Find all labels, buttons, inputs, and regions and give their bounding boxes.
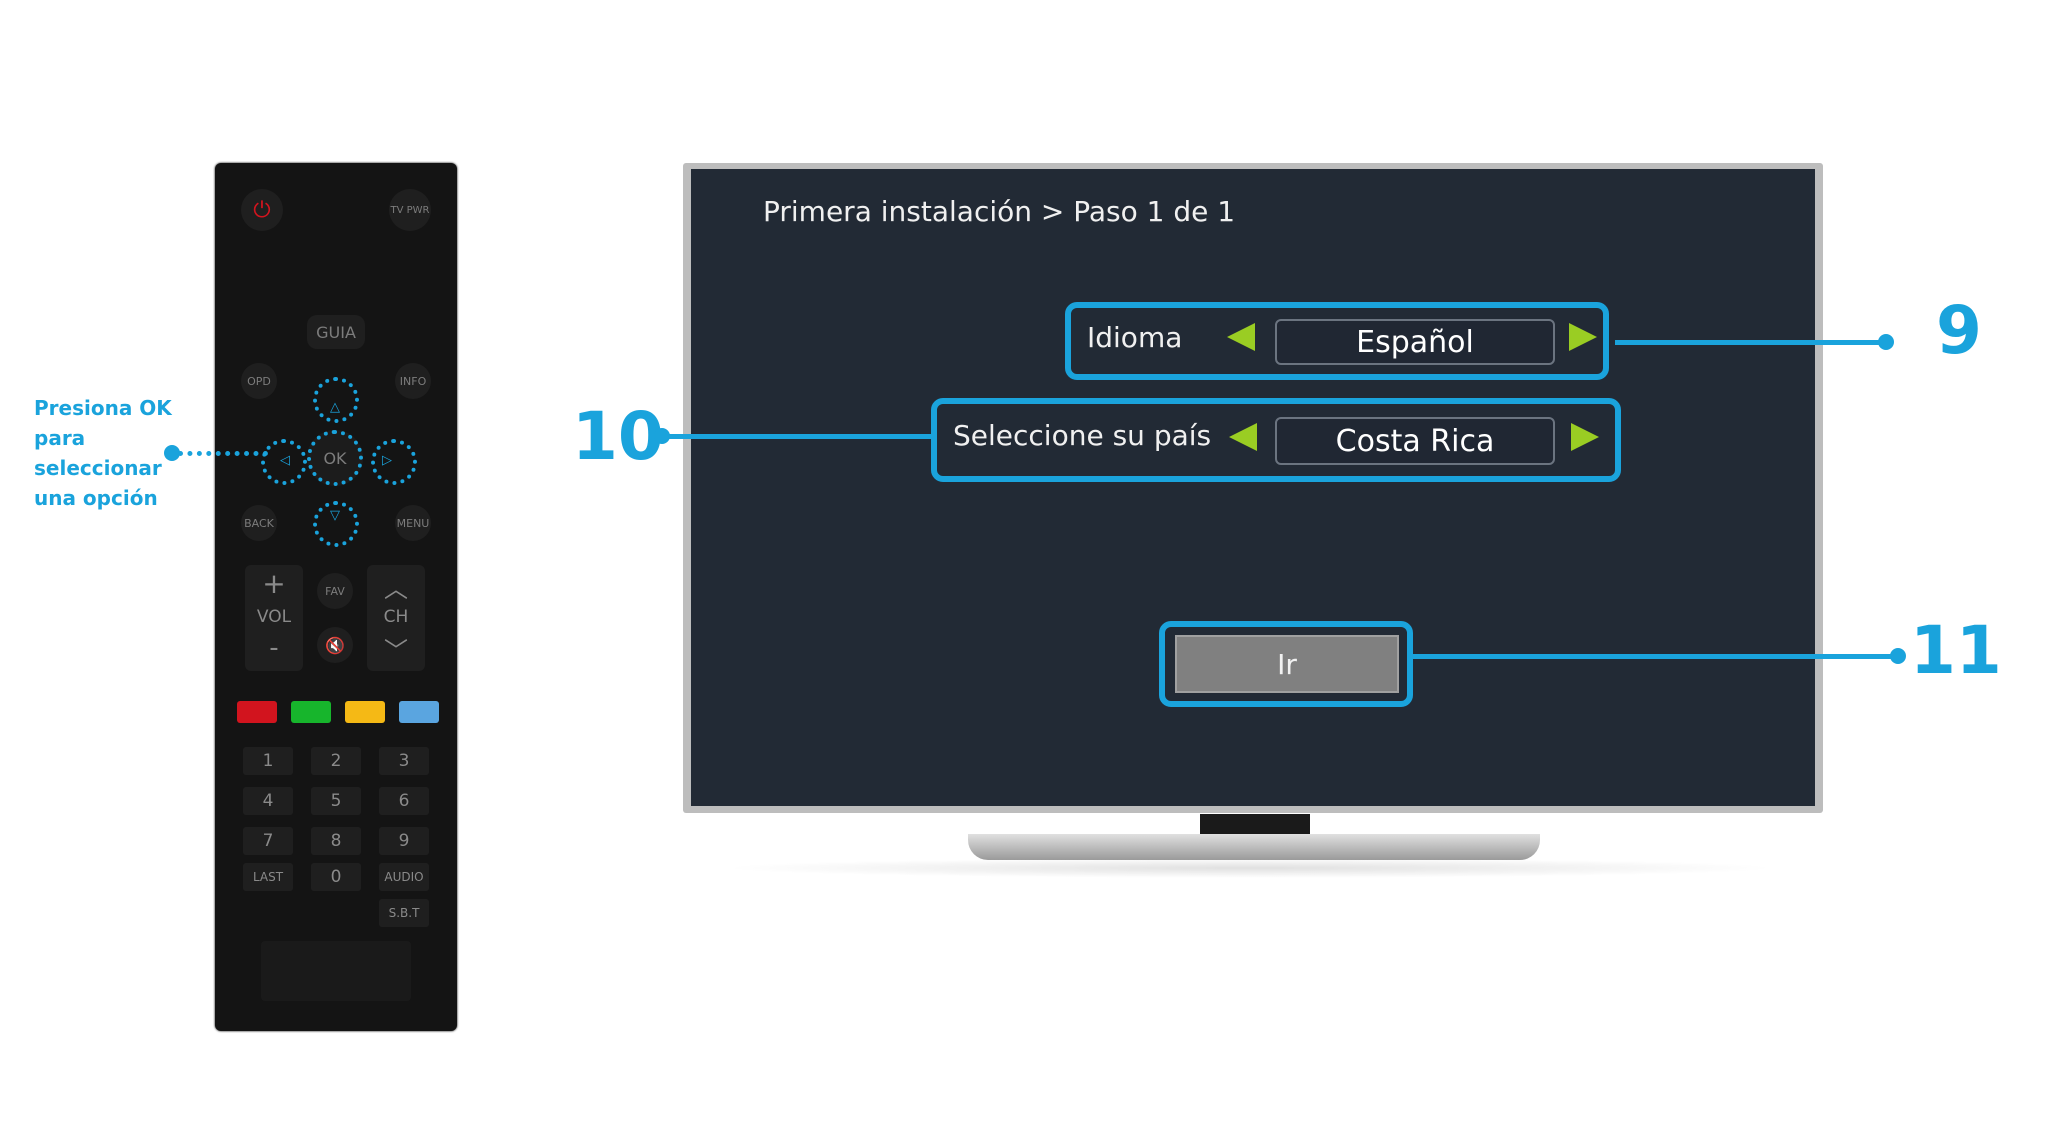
tv-stand-base	[968, 834, 1540, 860]
audio-key[interactable]: AUDIO	[379, 863, 429, 891]
key-1[interactable]: 1	[243, 747, 293, 775]
dpad-down-highlight	[313, 501, 359, 547]
menu-button[interactable]: MENU	[395, 505, 431, 541]
callout-11-number: 11	[1910, 612, 2002, 689]
key-4[interactable]: 4	[243, 787, 293, 815]
press-ok-hint: Presiona OK para seleccionar una opción	[34, 396, 172, 510]
country-select[interactable]: Costa Rica	[1275, 417, 1555, 465]
country-label: Seleccione su país	[953, 419, 1212, 452]
dpad-right-highlight	[371, 439, 417, 485]
key-8[interactable]: 8	[311, 827, 361, 855]
key-2[interactable]: 2	[311, 747, 361, 775]
language-highlight	[1065, 302, 1609, 380]
green-key[interactable]	[291, 701, 331, 723]
sbt-key[interactable]: S.B.T	[379, 899, 429, 927]
key-7[interactable]: 7	[243, 827, 293, 855]
channel-down-icon: ﹀	[384, 637, 408, 665]
power-icon: ⏻	[253, 197, 271, 223]
go-button[interactable]: Ir	[1175, 635, 1399, 693]
language-next-arrow-icon[interactable]	[1569, 323, 1597, 351]
go-highlight	[1159, 621, 1413, 707]
ok-button[interactable]: OK	[307, 430, 363, 486]
power-button[interactable]: ⏻	[241, 189, 283, 231]
hint-pointer-line	[178, 451, 268, 456]
country-highlight	[931, 398, 1621, 482]
back-button[interactable]: BACK	[241, 505, 277, 541]
volume-rocker[interactable]: + VOL -	[245, 565, 303, 671]
callout-11-dot	[1890, 648, 1906, 664]
info-button[interactable]: INFO	[395, 363, 431, 399]
channel-up-icon: ︿	[384, 575, 408, 603]
tv-pwr-button[interactable]: TV PWR	[389, 189, 431, 231]
tv-shadow	[720, 858, 1780, 878]
hint-pointer-dot	[164, 445, 180, 461]
page-title: Primera instalación > Paso 1 de 1	[763, 195, 1236, 228]
dpad-up-highlight	[313, 377, 359, 423]
tv-screen: Primera instalación > Paso 1 de 1 Idioma…	[691, 169, 1815, 806]
key-3[interactable]: 3	[379, 747, 429, 775]
callout-10-line	[664, 434, 934, 439]
tv-stand-neck	[1200, 814, 1310, 836]
key-5[interactable]: 5	[311, 787, 361, 815]
volume-up-icon: +	[262, 567, 286, 600]
volume-label: VOL	[256, 607, 292, 627]
language-label: Idioma	[1087, 321, 1183, 354]
mute-icon: 🔇	[325, 635, 345, 655]
country-prev-arrow-icon[interactable]	[1229, 423, 1257, 451]
last-key[interactable]: LAST	[243, 863, 293, 891]
volume-down-icon: -	[269, 633, 279, 663]
channel-label: CH	[383, 607, 409, 627]
key-0[interactable]: 0	[311, 863, 361, 891]
language-prev-arrow-icon[interactable]	[1227, 323, 1255, 351]
callout-11-line	[1409, 654, 1897, 659]
remote-control: ⏻ TV PWR GUIA OPD INFO △ ◁ ▷ ▽ OK BACK M…	[215, 163, 457, 1031]
dpad-left-highlight	[261, 439, 307, 485]
callout-9-number: 9	[1936, 292, 1982, 369]
key-6[interactable]: 6	[379, 787, 429, 815]
remote-logo-area	[261, 941, 411, 1001]
red-key[interactable]	[237, 701, 277, 723]
language-select[interactable]: Español	[1275, 319, 1555, 365]
yellow-key[interactable]	[345, 701, 385, 723]
key-9[interactable]: 9	[379, 827, 429, 855]
channel-rocker[interactable]: ︿ CH ﹀	[367, 565, 425, 671]
mute-button[interactable]: 🔇	[317, 627, 353, 663]
guia-button[interactable]: GUIA	[307, 315, 365, 349]
callout-10-number: 10	[572, 398, 664, 475]
opd-button[interactable]: OPD	[241, 363, 277, 399]
callout-9-dot	[1878, 334, 1894, 350]
country-next-arrow-icon[interactable]	[1571, 423, 1599, 451]
callout-9-line	[1615, 340, 1885, 345]
blue-key[interactable]	[399, 701, 439, 723]
fav-button[interactable]: FAV	[317, 573, 353, 609]
callout-10-dot	[654, 428, 670, 444]
